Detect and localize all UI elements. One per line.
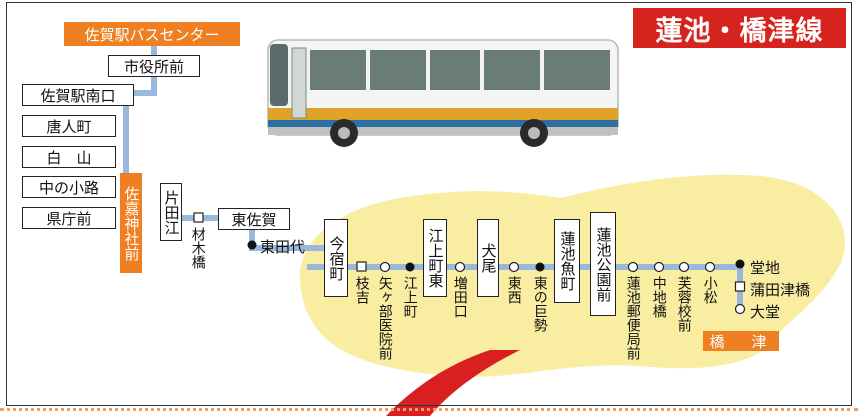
stop-dot-higashitashiro — [247, 240, 257, 250]
stop-nakaji: 中地橋 — [650, 276, 667, 318]
route-title: 蓮池・橋津線 — [633, 8, 846, 48]
stop-dot-kamata — [734, 281, 746, 292]
dotted-divider — [0, 408, 858, 411]
stop-higashitashiro: 東田代 — [260, 238, 306, 256]
stop-dot-yagabe — [379, 261, 391, 273]
stop-hasunoike-yubin: 蓮池郵便局前 — [624, 276, 641, 360]
stop-dots — [193, 212, 746, 315]
stop-masuda: 増田口 — [451, 276, 468, 318]
stop-katatae: 片田江 — [160, 183, 182, 241]
stop-shirayama: 白 山 — [22, 146, 116, 168]
stop-higashinoosei: 東の巨勢 — [531, 276, 548, 332]
stop-komatsu: 小松 — [701, 276, 718, 304]
stop-dot-egami — [405, 262, 415, 272]
stop-shiyakusho: 市役所前 — [108, 55, 200, 77]
stop-inuo: 犬尾 — [477, 219, 499, 297]
stop-dot-higashinoosei — [535, 262, 545, 272]
stop-dot-nakaji — [653, 261, 665, 273]
stop-dot-hasunoike-yubin — [627, 261, 639, 273]
stop-sagaeki-minami: 佐賀駅南口 — [22, 84, 134, 106]
stop-higashisaga: 東佐賀 — [218, 208, 290, 230]
stop-hasunoike-uo: 蓮池魚町 — [554, 219, 580, 303]
stop-dot-fuyo — [678, 261, 690, 273]
stop-nakanokoji: 中の小路 — [22, 176, 116, 198]
bus-illustration — [267, 39, 619, 147]
stop-yagabe: 矢ヶ部医院前 — [376, 276, 393, 360]
stop-zaimokubashi: 材木橋 — [189, 227, 206, 269]
stop-dot-odo — [734, 303, 746, 315]
stop-egamicho-higashi: 江上町東 — [423, 219, 447, 297]
stop-kamata: 蒲田津橋 — [750, 281, 811, 299]
stop-dochi: 堂地 — [750, 259, 781, 277]
stop-edakichi: 枝吉 — [353, 276, 370, 304]
stop-dot-tozai — [508, 261, 520, 273]
stop-dot-edakichi — [356, 261, 367, 272]
stop-dot-masuda — [454, 261, 466, 273]
stop-imajuku: 今宿町 — [324, 219, 348, 297]
stop-egami: 江上町 — [401, 276, 418, 318]
stop-odo: 大堂 — [750, 303, 781, 321]
stop-sagajinja: 佐嘉神社前 — [120, 173, 142, 273]
stop-tojin: 唐人町 — [22, 115, 116, 137]
stop-terminal: 橋 津 — [703, 331, 779, 351]
stop-hasunoike-koen: 蓮池公園前 — [590, 212, 616, 316]
stop-dot-komatsu — [704, 261, 716, 273]
map-frame — [6, 2, 852, 406]
stop-tozai: 東西 — [505, 276, 522, 304]
stop-dot-dochi — [735, 259, 745, 269]
stop-dot-zaimokubashi — [193, 212, 204, 223]
stop-fuyo: 芙蓉校前 — [675, 276, 692, 332]
stop-kencho: 県庁前 — [22, 207, 116, 229]
red-route-line — [386, 350, 520, 416]
stop-hub: 佐賀駅バスセンター — [64, 22, 240, 46]
